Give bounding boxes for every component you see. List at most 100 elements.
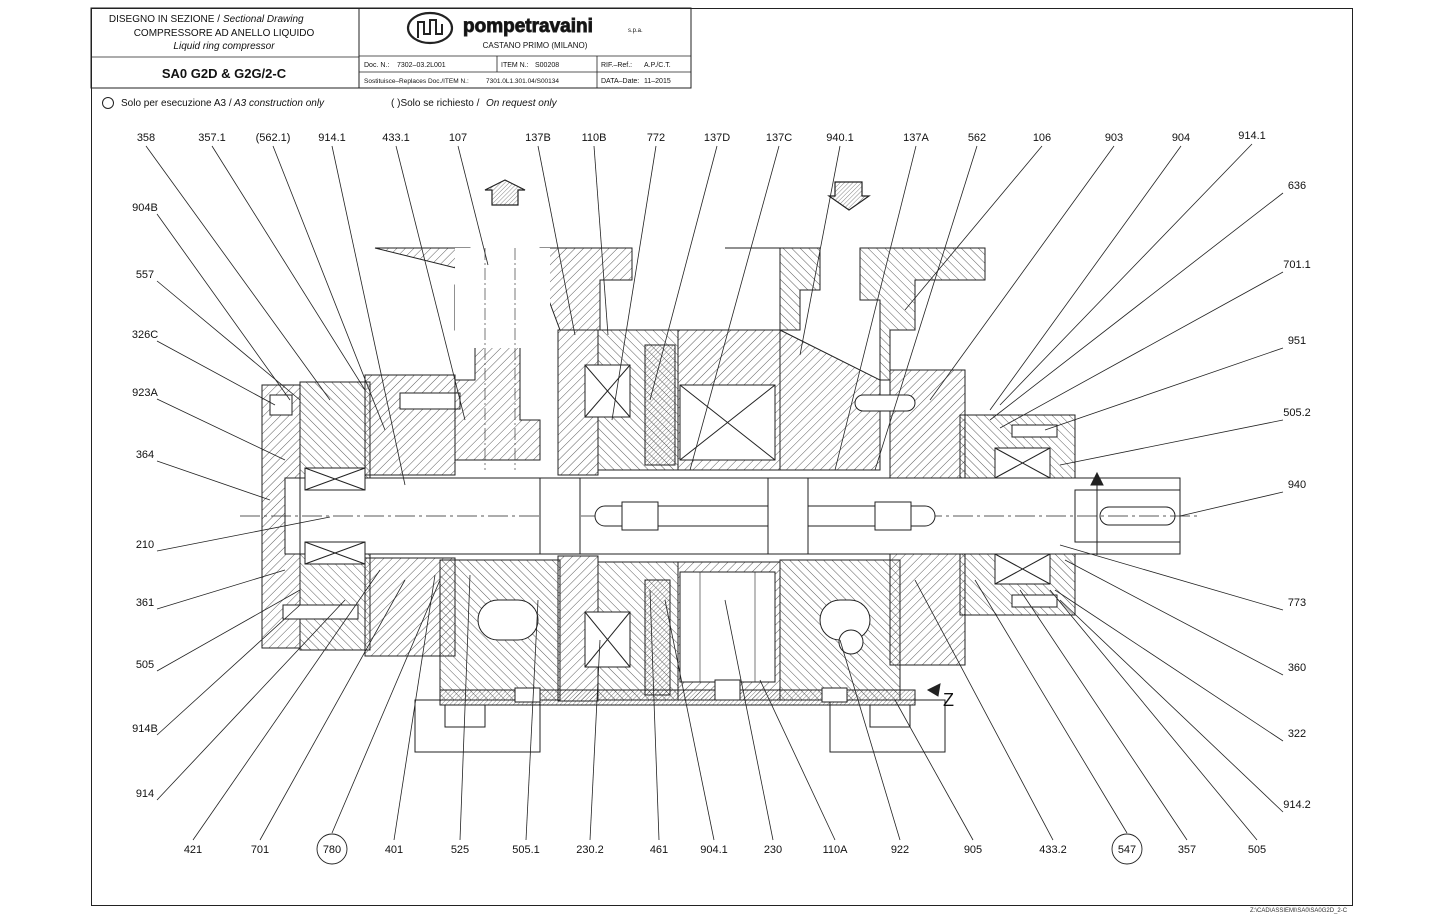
note-a3-it: Solo per esecuzione A3 / <box>121 98 232 109</box>
note-request-it: ( )Solo se richiesto / <box>391 98 480 109</box>
part-label-bottom: 433.2 <box>1039 844 1067 856</box>
leader-line <box>874 145 978 471</box>
leader-line <box>894 699 974 841</box>
leader-line <box>839 639 901 841</box>
leader-line <box>156 569 286 610</box>
part-label-top: 110B <box>582 132 607 144</box>
leader-line <box>156 280 301 401</box>
leader-line <box>974 579 1128 834</box>
leader-line <box>759 679 836 841</box>
circled-label-ring <box>316 833 348 865</box>
leader-line <box>145 145 331 401</box>
part-label-top: 137D <box>704 132 730 144</box>
part-label-left: 923A <box>132 387 158 399</box>
leader-line <box>1064 559 1284 676</box>
leader-line <box>156 460 271 501</box>
leader-line <box>156 398 286 461</box>
part-label-bottom: 357 <box>1178 844 1196 856</box>
model-title: SA0 G2D & G2G/2-C <box>162 66 287 81</box>
part-label-right: 701.1 <box>1283 259 1311 271</box>
note-a3-en: A3 construction only <box>233 98 325 109</box>
part-label-left: 210 <box>136 539 154 551</box>
leader-line <box>156 589 301 672</box>
leader-line <box>259 579 406 841</box>
leader-line <box>393 574 436 841</box>
item-value: S00208 <box>535 62 559 69</box>
part-label-top: 940.1 <box>826 132 854 144</box>
drawing-sheet <box>91 8 1353 906</box>
company-logo <box>406 11 454 45</box>
leader-line <box>211 145 366 391</box>
part-label-bottom: 701 <box>251 844 269 856</box>
part-label-right: 951 <box>1288 335 1306 347</box>
leader-line <box>1059 544 1284 611</box>
replaces-value: 7301.0L1.301.04/S00134 <box>486 78 559 85</box>
leader-line <box>331 579 441 834</box>
leader-line <box>724 599 774 841</box>
compressor-section <box>240 179 1200 753</box>
leader-line <box>1054 589 1284 742</box>
title-block: DISEGNO IN SEZIONE / Sectional Drawing C… <box>90 7 692 89</box>
part-label-right: 636 <box>1288 180 1306 192</box>
leader-line <box>999 143 1253 406</box>
part-label-left: 904B <box>132 202 158 214</box>
notes: Solo per esecuzione A3 / A3 construction… <box>102 97 558 109</box>
part-label-top: 106 <box>1033 132 1051 144</box>
leader-line <box>649 145 718 401</box>
part-label-bottom: 904.1 <box>700 844 728 856</box>
item-label: ITEM N.: <box>501 62 529 69</box>
part-label-top: 914.1 <box>318 132 346 144</box>
part-label-left: 505 <box>136 659 154 671</box>
doc-label: Doc. N.: <box>364 62 389 69</box>
part-label-top: 772 <box>647 132 665 144</box>
part-label-right: 773 <box>1288 597 1306 609</box>
part-label-bottom: 505.1 <box>512 844 540 856</box>
part-label-left: 326C <box>132 329 158 341</box>
leader-line <box>156 213 291 401</box>
part-label-top: 137B <box>525 132 551 144</box>
leader-line <box>929 145 1115 401</box>
part-label-top: 904 <box>1172 132 1190 144</box>
leader-line <box>395 145 466 421</box>
leader-line <box>156 340 276 406</box>
leader-line <box>904 145 1043 311</box>
a3-circle-symbol <box>102 97 114 109</box>
part-label-bottom: 401 <box>385 844 403 856</box>
part-label-top: 914.1 <box>1238 130 1266 142</box>
part-label-right: 505.2 <box>1283 407 1311 419</box>
part-label-bottom: 505 <box>1248 844 1266 856</box>
leader-line <box>156 599 346 801</box>
leader-line <box>1059 599 1284 813</box>
part-label-top: 137C <box>766 132 792 144</box>
part-label-bottom: 780 <box>323 844 341 856</box>
part-label-bottom: 905 <box>964 844 982 856</box>
leader-line <box>331 145 406 486</box>
leader-line <box>664 599 715 841</box>
leader-line <box>1179 491 1284 517</box>
title-line1-it: DISEGNO IN SEZIONE / <box>109 14 220 25</box>
leader-line <box>589 639 601 841</box>
view-z-label: Z <box>943 690 954 710</box>
replaces-label: Sostituisce–Replaces Doc./ITEM N.: <box>364 78 469 85</box>
part-label-bottom: 461 <box>650 844 668 856</box>
part-label-bottom: 110A <box>823 844 849 856</box>
leader-line <box>156 604 301 736</box>
leader-lines <box>145 143 1284 841</box>
part-label-bottom: 421 <box>184 844 202 856</box>
part-label-left: 914 <box>136 788 154 800</box>
part-label-left: 557 <box>136 269 154 281</box>
leader-line <box>1044 347 1284 431</box>
part-label-bottom: 547 <box>1118 844 1136 856</box>
part-label-top: 562 <box>968 132 986 144</box>
part-label-right: 322 <box>1288 728 1306 740</box>
leader-line <box>525 599 539 841</box>
part-label-top: 107 <box>449 132 467 144</box>
leader-line <box>989 192 1284 421</box>
part-label-top: 137A <box>903 132 929 144</box>
leader-line <box>457 145 489 266</box>
brand-suffix: s.p.a. <box>628 28 643 34</box>
doc-value: 7302–03.2L001 <box>397 62 446 69</box>
leader-line <box>989 145 1182 411</box>
